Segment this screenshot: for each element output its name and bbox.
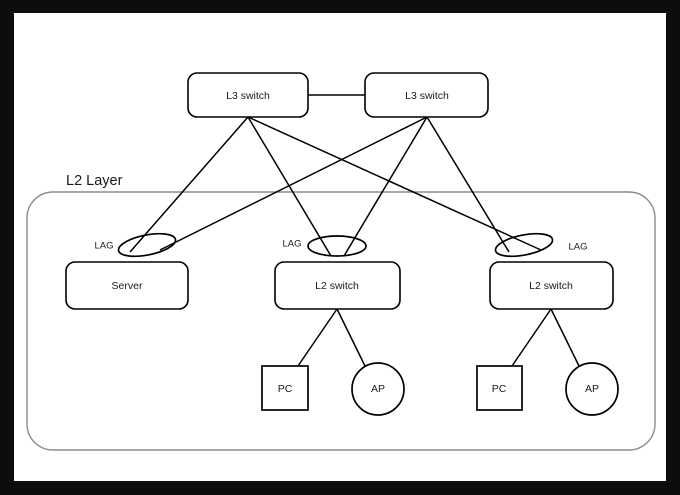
- lag-middle-label: LAG: [282, 239, 301, 250]
- link-l3-left-to-lag-server: [129, 116, 249, 253]
- pc-middle[interactable]: PC: [261, 365, 309, 411]
- l2-switch-right-box[interactable]: [489, 261, 614, 310]
- link-l2-middle-to-pc: [297, 308, 338, 367]
- link-l2-right-to-pc: [511, 308, 552, 367]
- link-l3-left-to-lag-right: [247, 116, 542, 251]
- pc-right[interactable]: PC: [476, 365, 523, 411]
- l3-switch-left[interactable]: L3 switch: [187, 72, 309, 118]
- lag-groups-layer: LAG LAG LAG: [94, 230, 588, 261]
- nodes-layer: L3 switch L3 switch Server L2 switch L2 …: [65, 72, 619, 416]
- server-label: Server: [112, 280, 143, 292]
- diagram-canvas: [14, 13, 666, 481]
- lag-right-label: LAG: [568, 242, 587, 253]
- l2-switch-middle[interactable]: L2 switch: [274, 261, 401, 310]
- l3-switch-right-box[interactable]: [364, 72, 489, 118]
- ap-right-circle[interactable]: [565, 362, 619, 416]
- l2-layer-zone: L2 Layer: [26, 173, 656, 451]
- pc-right-box[interactable]: [476, 365, 523, 411]
- l2-layer-label: L2 Layer: [66, 173, 123, 189]
- server[interactable]: Server: [65, 261, 189, 310]
- lag-server-label: LAG: [94, 241, 113, 252]
- ap-right[interactable]: AP: [565, 362, 619, 416]
- l2-switch-middle-box[interactable]: [274, 261, 401, 310]
- pc-middle-label: PC: [278, 383, 293, 395]
- l2-switch-right-label: L2 switch: [529, 280, 573, 292]
- link-l3-right-to-lag-right: [426, 116, 510, 253]
- lag-server-ellipse[interactable]: [117, 230, 178, 261]
- lag-right-ellipse[interactable]: [494, 230, 555, 261]
- ap-middle[interactable]: AP: [351, 362, 405, 416]
- l3-switch-right-label: L3 switch: [405, 90, 449, 102]
- l3-switch-left-label: L3 switch: [226, 90, 270, 102]
- lag-server[interactable]: LAG: [94, 230, 177, 261]
- link-l3-left-to-lag-middle: [247, 116, 332, 257]
- ap-middle-circle[interactable]: [351, 362, 405, 416]
- l3-switch-left-box[interactable]: [187, 72, 309, 118]
- lag-middle-ellipse[interactable]: [307, 235, 367, 257]
- pc-middle-box[interactable]: [261, 365, 309, 411]
- ap-right-label: AP: [585, 383, 599, 395]
- link-l2-right-to-ap: [550, 308, 581, 369]
- link-l2-middle-to-ap: [336, 308, 367, 369]
- lag-right[interactable]: LAG: [494, 230, 588, 261]
- server-box[interactable]: [65, 261, 189, 310]
- ap-middle-label: AP: [371, 383, 385, 395]
- link-l3-right-to-lag-middle: [343, 116, 428, 257]
- pc-right-label: PC: [492, 383, 507, 395]
- l2-layer-boundary: [26, 191, 656, 451]
- lag-middle[interactable]: LAG: [282, 235, 367, 257]
- l2-switch-middle-label: L2 switch: [315, 280, 359, 292]
- l2-switch-right[interactable]: L2 switch: [489, 261, 614, 310]
- links-layer: [129, 94, 581, 369]
- l3-switch-right[interactable]: L3 switch: [364, 72, 489, 118]
- link-l3-right-to-lag-server: [159, 116, 428, 251]
